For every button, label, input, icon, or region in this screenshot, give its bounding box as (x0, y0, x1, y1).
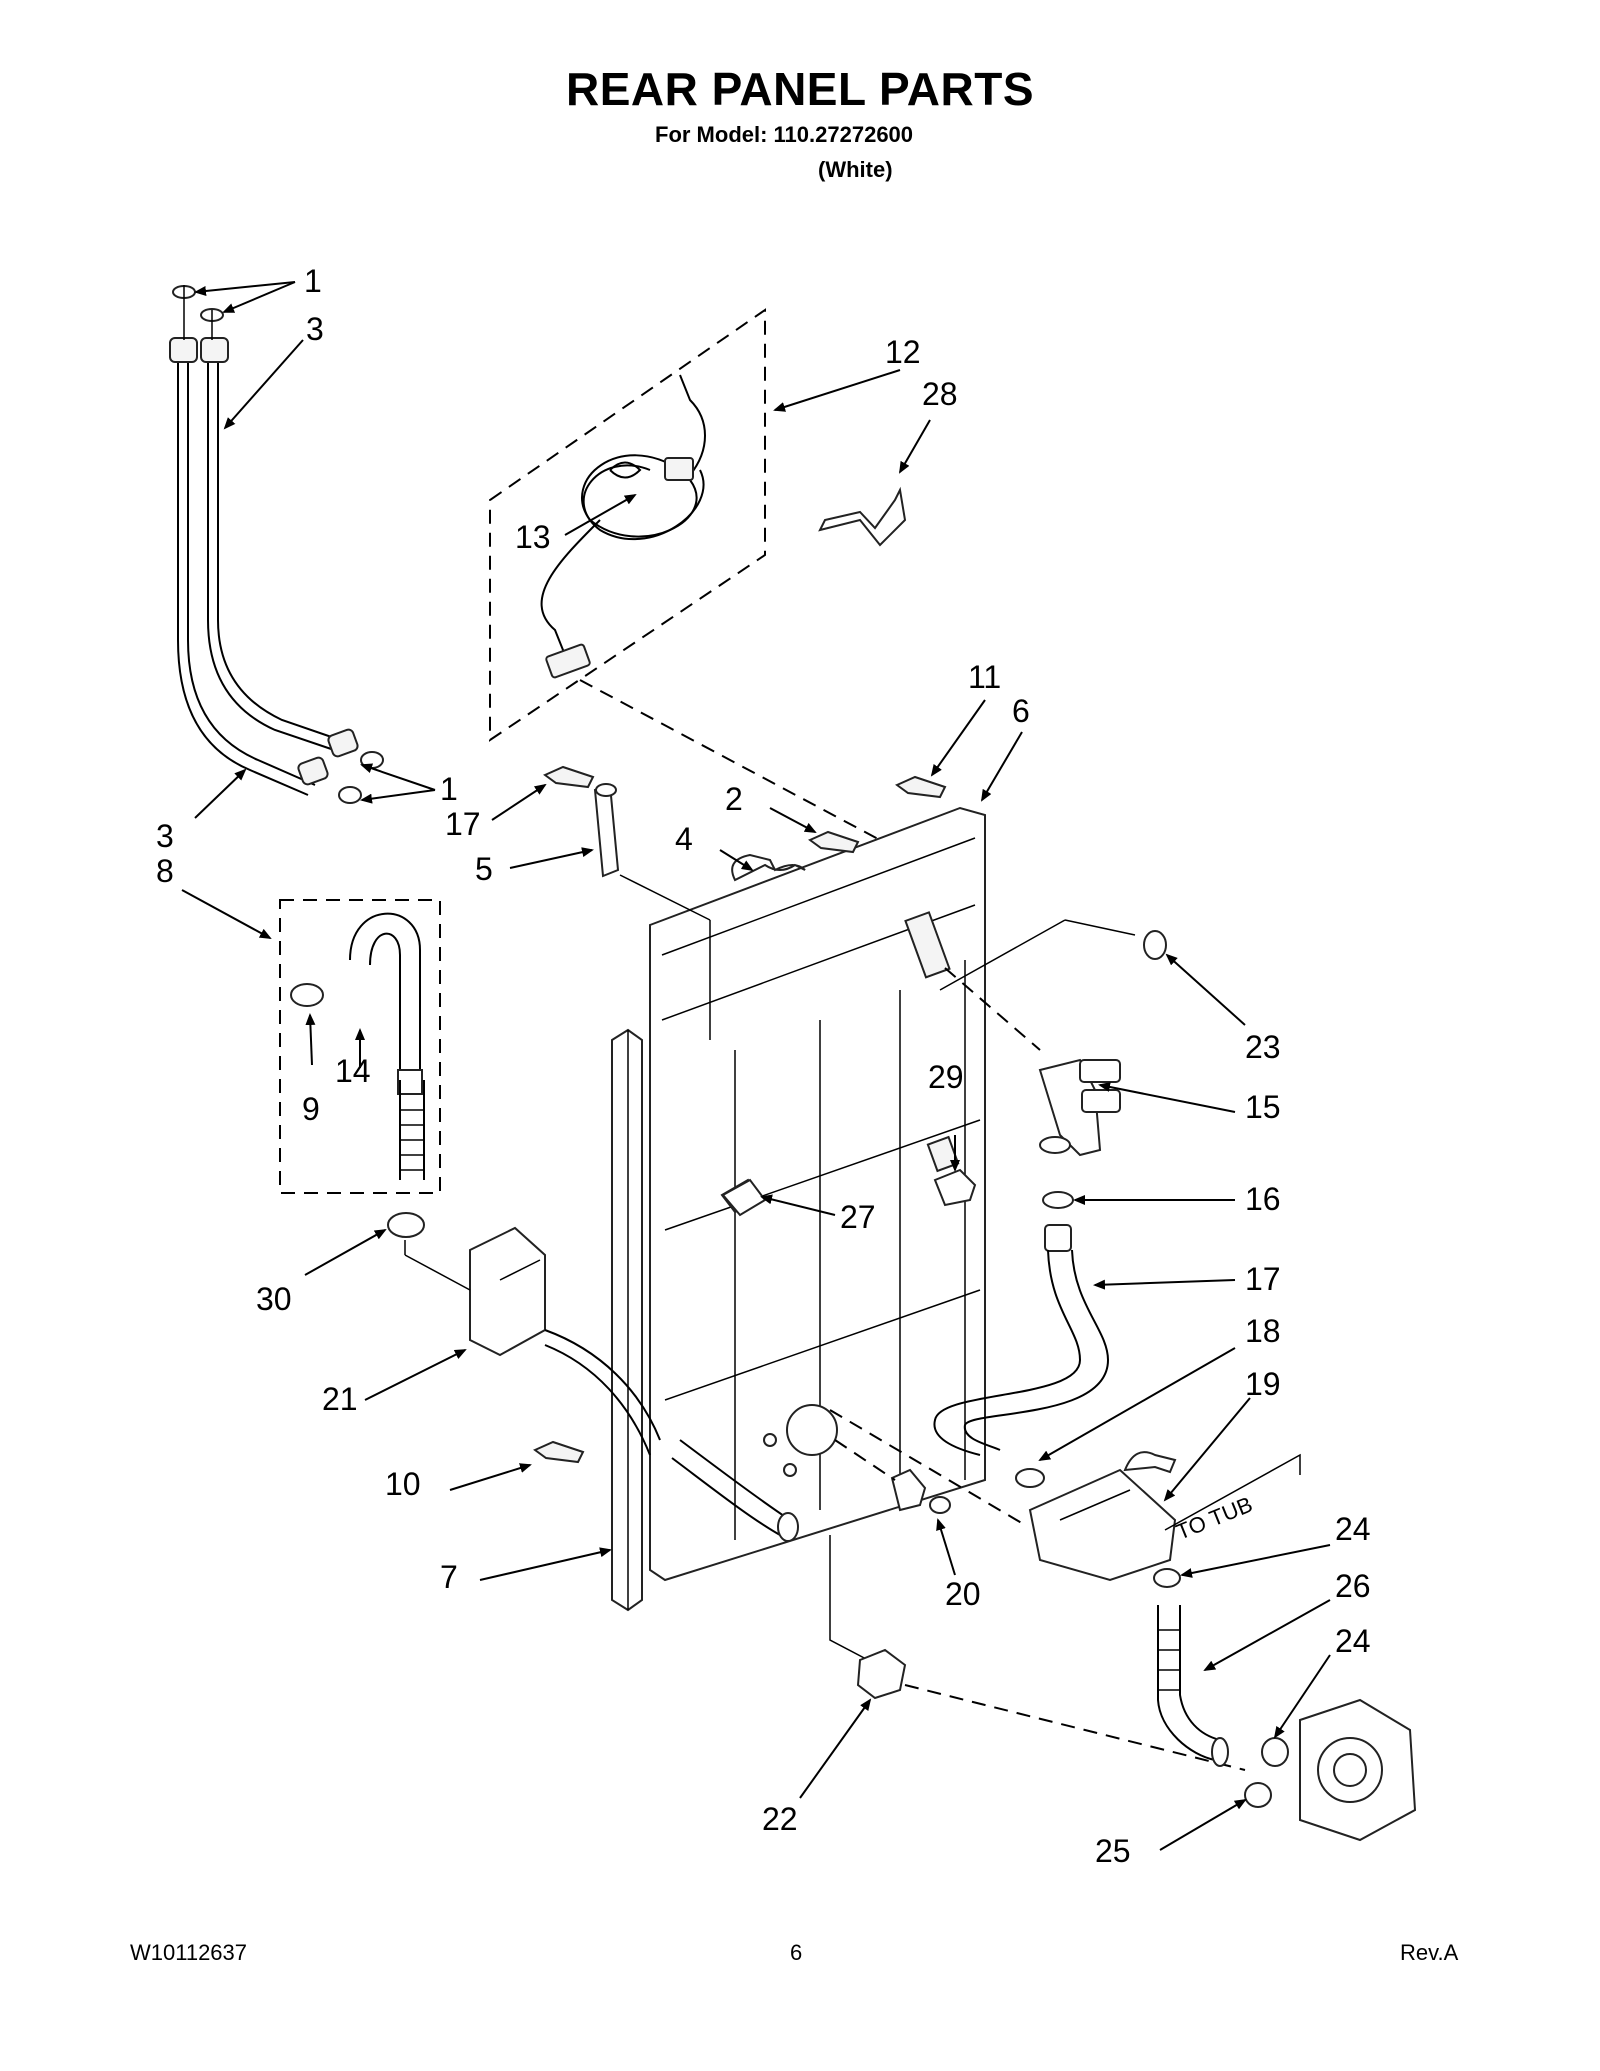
callout-3: 3 (306, 311, 324, 347)
hose-coupling (856, 1648, 1246, 1771)
callout-16: 16 (1245, 1181, 1281, 1217)
revision-label: Rev.A (1400, 1940, 1459, 1965)
callout-13: 13 (515, 519, 551, 555)
siphon-break (829, 1409, 1301, 1582)
callout-29: 29 (928, 1059, 964, 1095)
mounting-screws (533, 765, 947, 1464)
callout-5: 5 (475, 851, 493, 887)
side-rail (611, 1028, 643, 1612)
callout-18: 18 (1245, 1313, 1281, 1349)
callout-17: 17 (445, 806, 481, 842)
cap (834, 1439, 951, 1514)
callout-14: 14 (335, 1053, 371, 1089)
callout-26: 26 (1335, 1568, 1371, 1604)
callout-17: 17 (1245, 1261, 1281, 1297)
callout-leaders (181, 281, 1331, 1851)
callout-30: 30 (256, 1281, 292, 1317)
water-valve (944, 967, 1121, 1157)
callout-4: 4 (675, 821, 693, 857)
power-cord-assembly (489, 308, 881, 841)
to-tub-annotation: TO TUB (1173, 1492, 1256, 1545)
pump-hose-assembly (1153, 1568, 1417, 1842)
callout-25: 25 (1095, 1833, 1131, 1869)
callout-28: 28 (922, 376, 958, 412)
callout-7: 7 (440, 1559, 458, 1595)
page-title: REAR PANEL PARTS (565, 63, 1035, 115)
callout-23: 23 (1245, 1029, 1281, 1065)
drain-housing (404, 1226, 869, 1661)
drain-hose-kit (279, 899, 441, 1238)
fill-hose (933, 1191, 1110, 1488)
rear-panel (649, 806, 986, 1582)
callout-2: 2 (725, 781, 743, 817)
callout-3: 3 (156, 818, 174, 854)
cord-bracket (818, 486, 907, 547)
callout-9: 9 (302, 1091, 320, 1127)
callout-21: 21 (322, 1381, 358, 1417)
callout-8: 8 (156, 853, 174, 889)
callout-11: 11 (968, 659, 1001, 695)
callout-1: 1 (304, 263, 322, 299)
callout-15: 15 (1245, 1089, 1281, 1125)
callout-27: 27 (840, 1199, 876, 1235)
callout-10: 10 (385, 1466, 421, 1502)
inlet-hose-assembly (169, 285, 384, 804)
model-variant: (White) (818, 157, 893, 182)
callout-12: 12 (885, 334, 921, 370)
hose-clip (593, 783, 711, 1040)
callout-24: 24 (1335, 1623, 1371, 1659)
page-number: 6 (790, 1940, 803, 1965)
callout-22: 22 (762, 1801, 798, 1837)
callout-20: 20 (945, 1576, 981, 1612)
cord-clamp (939, 919, 1167, 991)
callout-24: 24 (1335, 1511, 1371, 1547)
model-number: For Model: 110.27272600 (655, 122, 914, 147)
document-number: W10112637 (130, 1940, 248, 1965)
callout-6: 6 (1012, 693, 1030, 729)
callout-labels: 1 3 12 28 13 11 6 1 3 8 17 2 4 5 23 14 9… (156, 263, 1371, 1869)
callout-1: 1 (440, 771, 458, 807)
callout-19: 19 (1245, 1366, 1281, 1402)
